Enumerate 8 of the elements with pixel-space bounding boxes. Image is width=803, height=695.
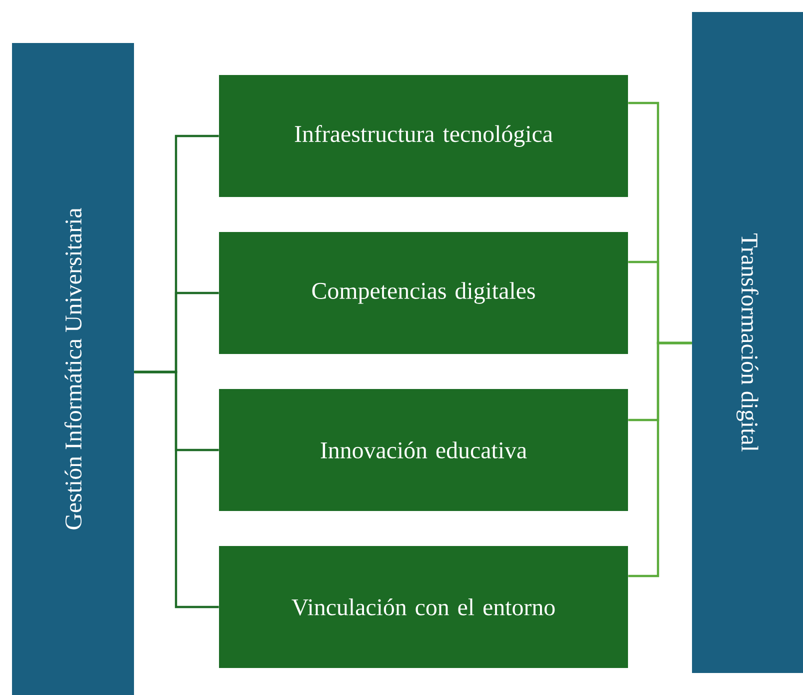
process-box: Competencias digitales xyxy=(219,232,628,354)
process-box: Infraestructura tecnológica xyxy=(219,75,628,197)
connector-line xyxy=(628,342,692,578)
vertical-bar: Transformación digital xyxy=(692,12,803,673)
process-box: Vinculación con el entorno xyxy=(219,546,628,668)
vertical-bar: Gestión Informática Universitaria xyxy=(12,43,134,695)
connector-line xyxy=(134,370,219,608)
process-box: Innovación educativa xyxy=(219,389,628,511)
